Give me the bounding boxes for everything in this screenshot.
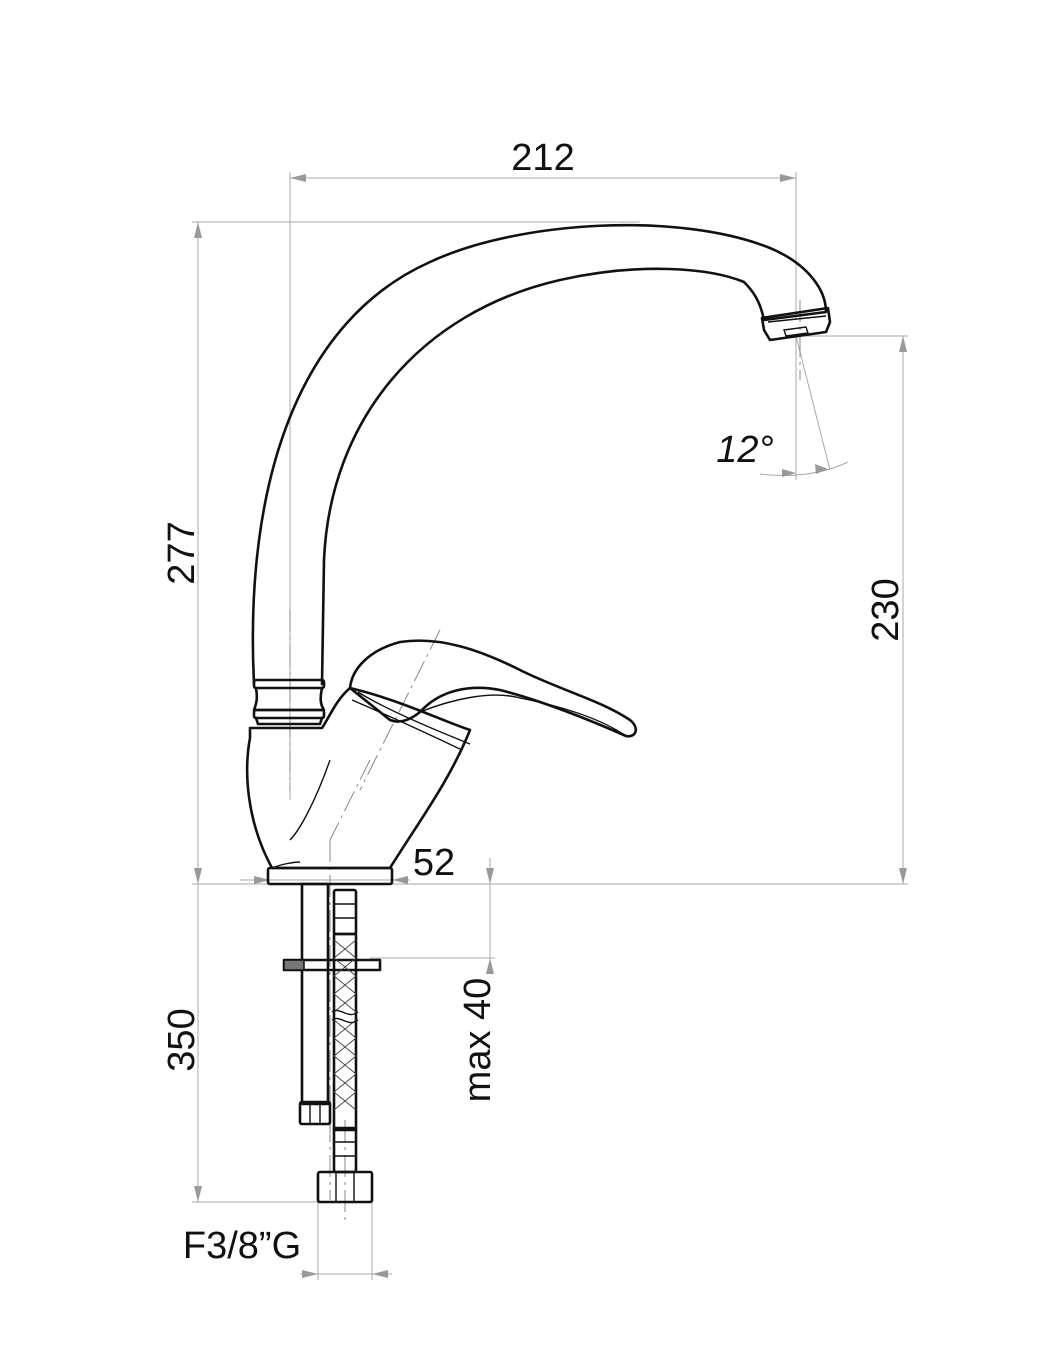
supply-hose bbox=[316, 888, 374, 1204]
dimension-lines bbox=[192, 172, 908, 1280]
mounting-stud bbox=[282, 882, 382, 1126]
dimension-labels: 212 277 230 12° 52 max 40 350 F3/8”G bbox=[161, 137, 907, 1267]
dim-hose-length: 350 bbox=[161, 1008, 203, 1071]
faucet-spout bbox=[251, 223, 832, 726]
dim-base-diameter: 52 bbox=[413, 842, 455, 884]
dim-spout-height: 230 bbox=[865, 578, 907, 641]
faucet-body bbox=[245, 639, 638, 886]
dim-total-height: 277 bbox=[161, 521, 203, 584]
dim-spout-reach: 212 bbox=[511, 137, 574, 179]
center-lines bbox=[289, 300, 801, 1222]
dim-max-deck-thickness: max 40 bbox=[457, 978, 499, 1103]
dim-spout-angle: 12° bbox=[716, 429, 773, 471]
dim-hose-thread: F3/8”G bbox=[183, 1225, 301, 1267]
